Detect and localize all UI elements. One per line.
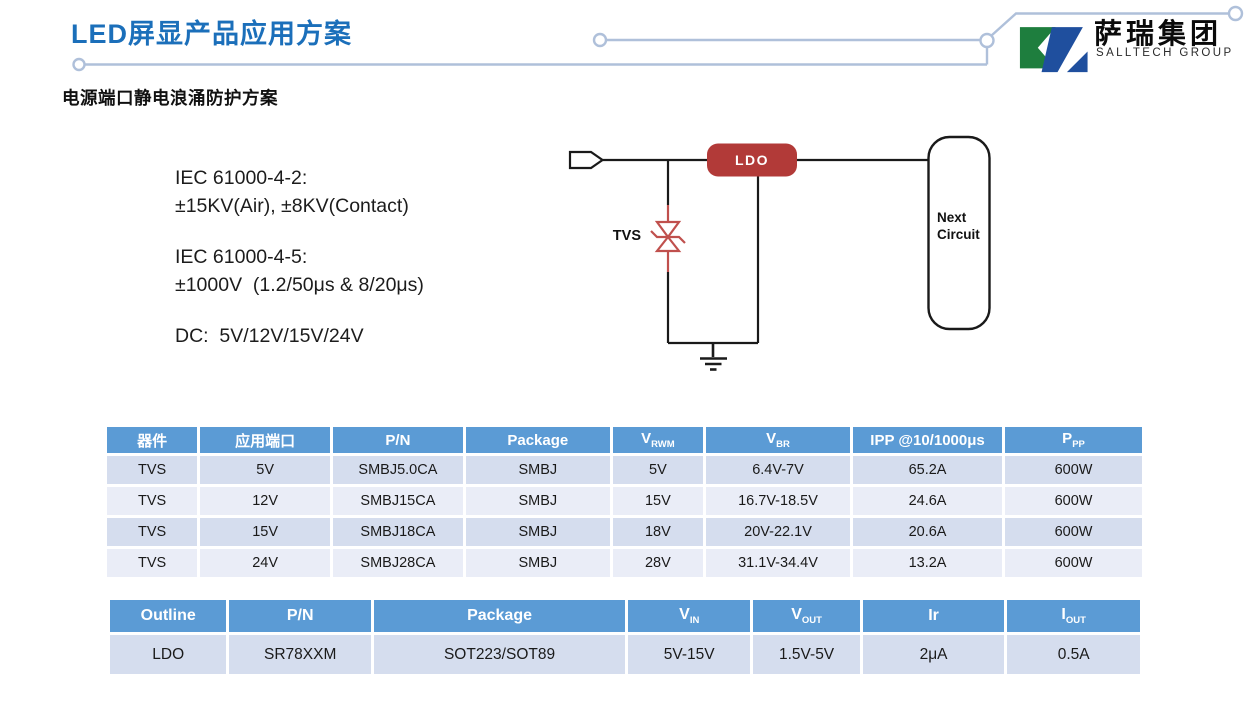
trace-node-icon — [592, 32, 608, 48]
table1-cell: 600W — [1005, 549, 1142, 577]
table1-header-cell: P/N — [333, 427, 463, 453]
table1-cell: TVS — [107, 487, 198, 515]
table1-cell: 28V — [612, 549, 704, 577]
company-logo: 萨瑞集团 SALLTECH GROUP — [1008, 10, 1248, 73]
table1-header-cell: VRWM — [612, 427, 704, 453]
table2-cell: 2μA — [862, 635, 1005, 674]
table2-header-cell: IOUT — [1007, 600, 1140, 632]
table2-cell: 1.5V-5V — [753, 635, 860, 674]
table1-header-cell: IPP @10/1000μs — [853, 427, 1003, 453]
table1-cell: 20.6A — [853, 518, 1003, 546]
table1-cell: SMBJ — [465, 456, 610, 484]
trace-node-icon — [979, 32, 995, 49]
tvs-diode-icon — [650, 205, 686, 272]
spec-line: DC: 5V/12V/15V/24V — [175, 325, 364, 347]
table2-header-cell: VOUT — [753, 600, 860, 632]
table1-header-cell: VBR — [706, 427, 850, 453]
ldo-label: LDO — [735, 152, 769, 168]
table2-header-cell: Package — [374, 600, 626, 632]
circuit-diagram: TVS LDO Next Circuit — [568, 135, 991, 371]
spec-line: IEC 61000-4-5: — [175, 246, 308, 268]
spec-text-block: IEC 61000-4-2:±15KV(Air), ±8KV(Contact) … — [175, 164, 424, 373]
logo-company-name: 萨瑞集团 — [1094, 18, 1223, 49]
spec-paragraph-esd: IEC 61000-4-2: ±15KV(Air), ±8KV(Contact) — [175, 164, 424, 220]
next-circuit-label-line1: Next — [937, 210, 967, 225]
table1-cell: SMBJ28CA — [333, 549, 463, 577]
trace-node-icon — [1227, 5, 1244, 22]
table1-cell: 24.6A — [853, 487, 1003, 515]
table2-cell: 0.5A — [1007, 635, 1140, 674]
input-connector-icon — [568, 150, 605, 170]
table1-cell: 6.4V-7V — [706, 456, 850, 484]
spec-paragraph-dc: DC: 5V/12V/15V/24V — [175, 322, 424, 350]
table1-cell: 600W — [1005, 487, 1142, 515]
table1-cell: 12V — [200, 487, 331, 515]
table1-cell: 15V — [612, 487, 704, 515]
table1-header-cell: 器件 — [107, 427, 198, 453]
logo-blue-triangle — [1066, 51, 1088, 73]
decorative-circuit-trace — [72, 5, 1244, 72]
table1-cell: 65.2A — [853, 456, 1003, 484]
table2-header-cell: Outline — [110, 600, 227, 632]
table1-header-cell: Package — [465, 427, 610, 453]
table1-cell: TVS — [107, 549, 198, 577]
table2-header-cell: Ir — [862, 600, 1005, 632]
table1-cell: 20V-22.1V — [706, 518, 850, 546]
ldo-block — [707, 143, 797, 177]
table2-header-cell: VIN — [628, 600, 751, 632]
table2-cell: SR78XXM — [229, 635, 372, 674]
table1-cell: 31.1V-34.4V — [706, 549, 850, 577]
table2-cell: 5V-15V — [628, 635, 751, 674]
table1-cell: SMBJ — [465, 518, 610, 546]
table1-cell: 13.2A — [853, 549, 1003, 577]
logo-emblem-icon — [1019, 27, 1088, 73]
table1-cell: 5V — [200, 456, 331, 484]
trace-line-top — [990, 12, 1229, 37]
trace-node-icon — [72, 57, 86, 72]
table1-cell: SMBJ — [465, 549, 610, 577]
table1-cell: 15V — [200, 518, 331, 546]
table1-cell: 18V — [612, 518, 704, 546]
table1-cell: SMBJ5.0CA — [333, 456, 463, 484]
logo-blue-shape — [1041, 27, 1083, 73]
table2-cell: LDO — [110, 635, 227, 674]
next-circuit-label-line2: Circuit — [937, 227, 980, 242]
section-subtitle: 电源端口静电浪涌防护方案 — [62, 88, 278, 108]
next-circuit-block — [927, 135, 991, 331]
table1-cell: SMBJ18CA — [333, 518, 463, 546]
spec-line: ±1000V (1.2/50μs & 8/20μs) — [175, 274, 424, 296]
tvs-label: TVS — [613, 228, 642, 244]
ground-icon — [700, 343, 727, 371]
table1-cell: 5V — [612, 456, 704, 484]
table1-header-cell: PPP — [1005, 427, 1142, 453]
table1-cell: TVS — [107, 518, 198, 546]
table1-cell: TVS — [107, 456, 198, 484]
table1-cell: 600W — [1005, 456, 1142, 484]
table1-cell: 24V — [200, 549, 331, 577]
spec-line: IEC 61000-4-2: — [175, 167, 308, 189]
logo-company-subtitle: SALLTECH GROUP — [1096, 47, 1234, 59]
spec-line: ±15KV(Air), ±8KV(Contact) — [175, 195, 409, 217]
table2-header-cell: P/N — [229, 600, 372, 632]
spec-paragraph-surge: IEC 61000-4-5: ±1000V (1.2/50μs & 8/20μs) — [175, 243, 424, 299]
table1-cell: 16.7V-18.5V — [706, 487, 850, 515]
table1-cell: SMBJ — [465, 487, 610, 515]
page-title: LED屏显产品应用方案 — [71, 19, 352, 49]
table1-header-cell: 应用端口 — [200, 427, 331, 453]
table1-cell: SMBJ15CA — [333, 487, 463, 515]
table2-cell: SOT223/SOT89 — [374, 635, 626, 674]
table1-cell: 600W — [1005, 518, 1142, 546]
